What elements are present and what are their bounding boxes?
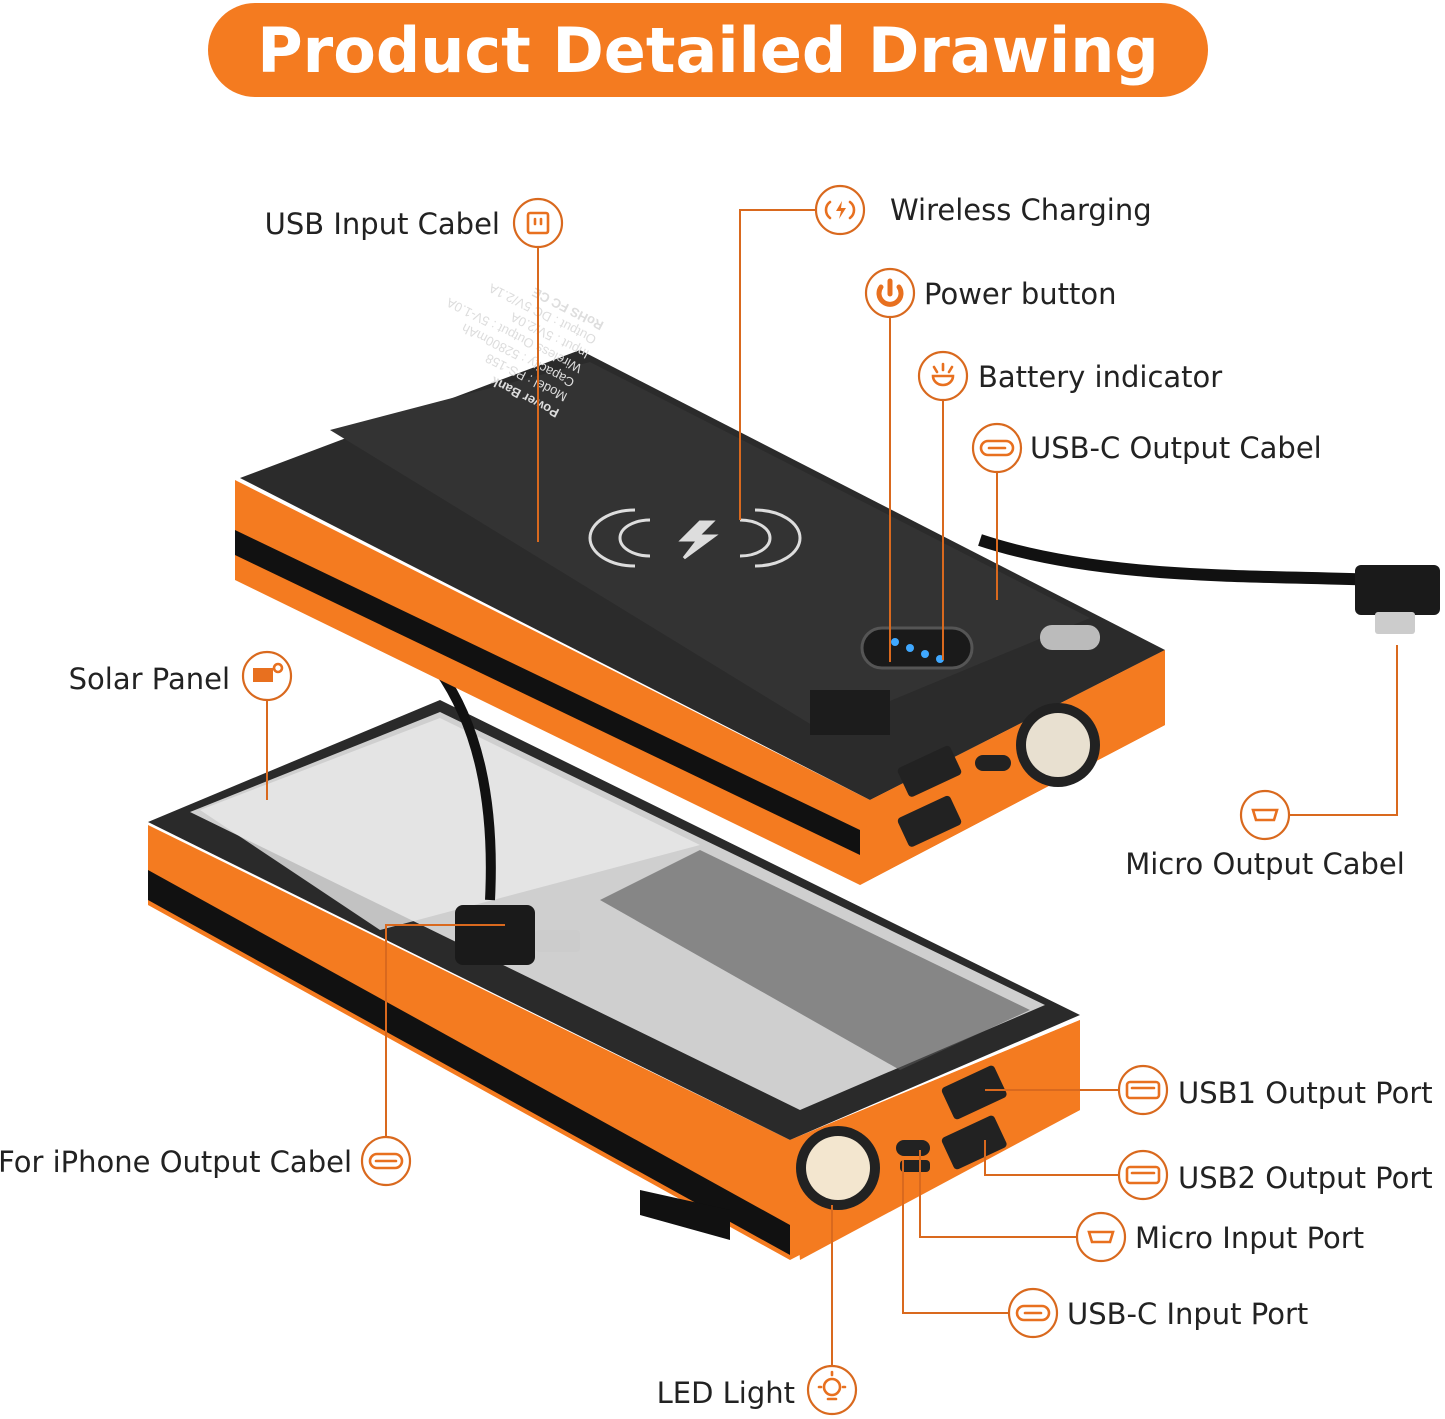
callout-usb2-output-port: USB2 Output Port bbox=[1117, 1149, 1433, 1201]
callout-label: Wireless Charging bbox=[890, 193, 1152, 227]
callout-label: Micro Input Port bbox=[1135, 1221, 1364, 1255]
lightning-port-icon bbox=[368, 1152, 404, 1170]
callout-label: USB2 Output Port bbox=[1178, 1161, 1433, 1195]
callout-usbc-input-port: USB-C Input Port bbox=[1007, 1287, 1308, 1339]
title-text: Product Detailed Drawing bbox=[257, 14, 1159, 87]
callout-label: USB Input Cabel bbox=[265, 207, 500, 241]
callout-usbc-output-cable: USB-C Output Cabel bbox=[971, 422, 1322, 474]
callout-label: Battery indicator bbox=[978, 360, 1222, 394]
usb-c-icon bbox=[1015, 1304, 1051, 1322]
power-bank-bottom bbox=[148, 700, 1080, 1260]
callout-solar-panel: Solar Panel bbox=[69, 650, 293, 702]
usb-a-icon bbox=[1125, 1165, 1161, 1185]
bulb-icon bbox=[817, 1370, 847, 1401]
micro-usb-icon bbox=[1087, 1230, 1115, 1244]
power-button bbox=[860, 626, 974, 670]
callout-micro-input-port: Micro Input Port bbox=[1075, 1211, 1364, 1263]
callout-lines bbox=[266, 209, 1398, 1366]
usb-c-icon bbox=[979, 439, 1015, 457]
title-banner: Product Detailed Drawing bbox=[208, 3, 1208, 97]
callout-label: USB-C Output Cabel bbox=[1030, 431, 1322, 465]
callout-iphone-output-cable: For iPhone Output Cabel bbox=[0, 1135, 412, 1187]
plug-icon bbox=[526, 211, 550, 235]
callout-micro-output-cable: Micro Output Cabel bbox=[1125, 789, 1405, 881]
wireless-charge-pad-icon bbox=[588, 508, 802, 568]
wireless-charge-icon bbox=[824, 200, 856, 220]
callout-power-button: Power button bbox=[864, 267, 1117, 319]
power-icon bbox=[876, 278, 904, 307]
solar-panel-icon bbox=[253, 662, 284, 682]
lightning-connector bbox=[455, 905, 535, 965]
callout-label: For iPhone Output Cabel bbox=[0, 1145, 352, 1179]
callout-usb1-output-port: USB1 Output Port bbox=[1117, 1064, 1433, 1116]
callout-label: Solar Panel bbox=[69, 662, 230, 696]
callout-label: USB-C Input Port bbox=[1067, 1297, 1308, 1331]
callout-label: LED Light bbox=[657, 1376, 795, 1410]
indicator-light-icon bbox=[931, 362, 955, 387]
callout-battery-indicator: Battery indicator bbox=[917, 350, 1222, 402]
usbc-output-cable bbox=[978, 534, 1381, 586]
usb-a-icon bbox=[1125, 1080, 1161, 1100]
callout-usb-input-cable: USB Input Cabel bbox=[265, 197, 564, 249]
title-pill bbox=[208, 3, 1208, 97]
callout-label: Power button bbox=[924, 277, 1117, 311]
callout-wireless-charging: Wireless Charging bbox=[814, 184, 1152, 236]
micro-usb-icon bbox=[1251, 808, 1279, 822]
callout-led-light: LED Light bbox=[657, 1364, 858, 1416]
callout-label: USB1 Output Port bbox=[1178, 1076, 1433, 1110]
callout-label: Micro Output Cabel bbox=[1125, 847, 1405, 881]
